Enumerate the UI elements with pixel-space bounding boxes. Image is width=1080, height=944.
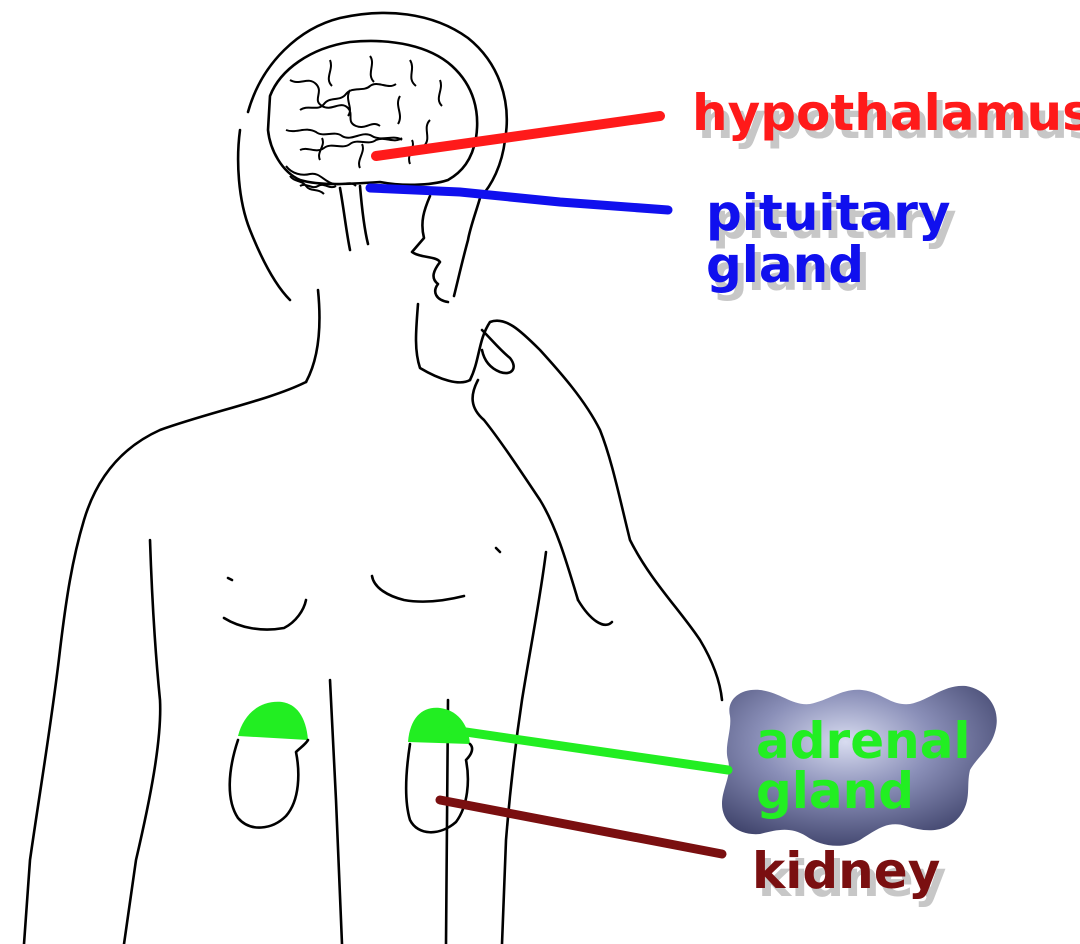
label-kidney: kidney kidney	[752, 842, 946, 908]
adrenal-label-line2: gland	[756, 762, 914, 820]
right-adrenal-gland	[408, 708, 470, 744]
adrenal-pointer	[452, 730, 728, 770]
left-kidney	[230, 702, 308, 828]
label-pituitary: pituitary gland pituitary gland	[706, 184, 956, 302]
right-kidney	[406, 708, 472, 833]
kidney-pointer	[440, 800, 722, 854]
pituitary-pointer	[370, 188, 668, 210]
hypothalamus-label: hypothalamus	[692, 84, 1080, 142]
left-adrenal-gland	[238, 702, 308, 740]
label-hypothalamus: hypothalamus hypothalamus	[692, 84, 1080, 150]
pituitary-label-line2: gland	[706, 236, 864, 294]
pituitary-label-line1: pituitary	[706, 184, 950, 242]
hypothalamus-pointer	[376, 116, 660, 156]
kidney-label: kidney	[752, 842, 940, 900]
